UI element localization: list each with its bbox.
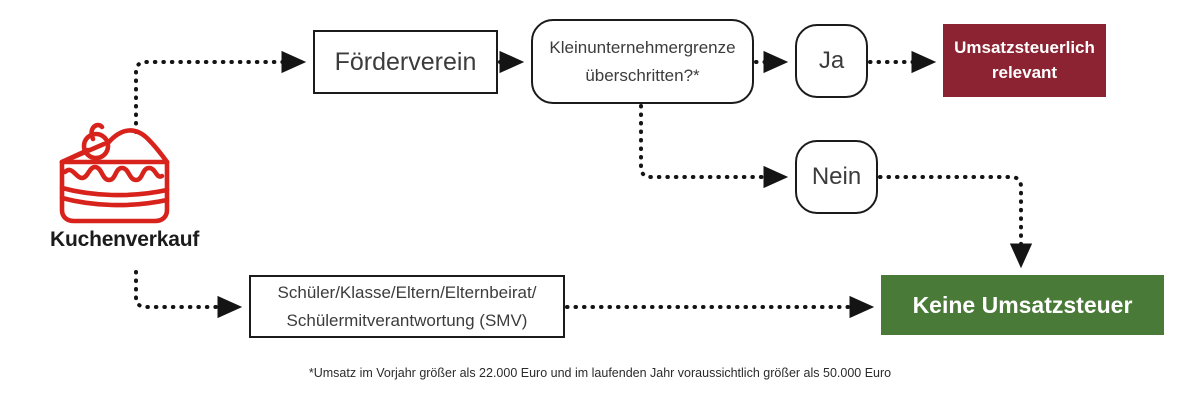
start-node-kuchenverkauf: Kuchenverkauf	[50, 118, 252, 263]
node-foerderverein[interactable]: Förderverein	[313, 30, 498, 94]
node-umsatzsteuerlich-relevant[interactable]: Umsatzsteuerlich relevant	[943, 24, 1106, 97]
start-node-label: Kuchenverkauf	[50, 228, 200, 251]
node-keine-umsatzsteuer-label: Keine Umsatzsteuer	[912, 291, 1133, 318]
edge-kuchenverkauf-to-schueler	[134, 270, 243, 319]
node-foerderverein-label: Förderverein	[334, 47, 477, 76]
cake-slice-icon	[59, 122, 170, 224]
edge-kleinunternehmergrenze-to-nein	[639, 104, 789, 189]
node-ja-label: Ja	[818, 47, 845, 74]
node-schueler-klasse-eltern-label: Schüler/Klasse/Eltern/Elternbeirat/ Schü…	[277, 283, 537, 330]
node-kleinunternehmergrenze[interactable]: Kleinunternehmergrenze überschritten?*	[531, 19, 754, 104]
footnote-text: *Umsatz im Vorjahr größer als 22.000 Eur…	[308, 366, 892, 380]
node-ja[interactable]: Ja	[795, 24, 868, 98]
node-schueler-klasse-eltern[interactable]: Schüler/Klasse/Eltern/Elternbeirat/ Schü…	[249, 275, 565, 338]
node-kleinunternehmergrenze-label: Kleinunternehmergrenze überschritten?*	[549, 38, 736, 85]
node-nein-label: Nein	[811, 163, 862, 190]
node-keine-umsatzsteuer[interactable]: Keine Umsatzsteuer	[881, 275, 1164, 335]
edge-nein-to-keine-umsatzsteuer	[878, 175, 1033, 269]
node-umsatzsteuerlich-relevant-label: Umsatzsteuerlich relevant	[954, 37, 1095, 82]
node-nein[interactable]: Nein	[795, 140, 878, 214]
